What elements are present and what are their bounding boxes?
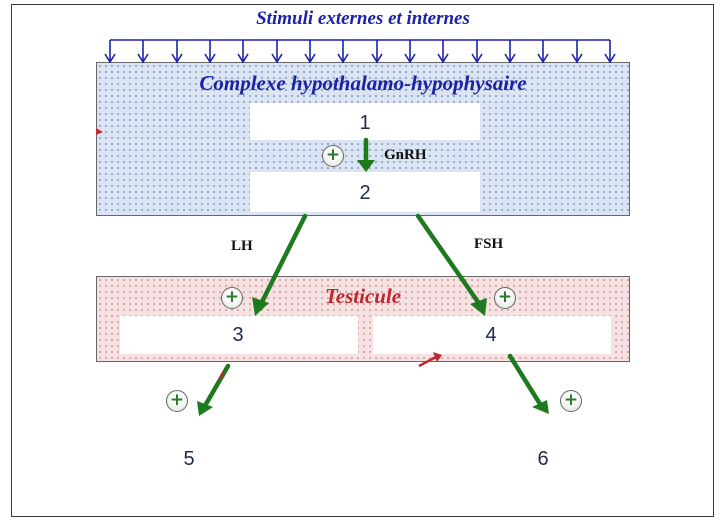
red-mark-head (433, 352, 442, 362)
output-5-arrowhead (197, 401, 213, 416)
gnrh-label: GnRH (384, 147, 427, 163)
box-number-2: 2 (359, 182, 371, 204)
plus-icon-output-6: + (560, 390, 582, 412)
lh-arrow (259, 213, 308, 305)
fsh-arrowhead (470, 298, 487, 316)
gnrh-arrowhead (357, 160, 375, 172)
answer-box-1[interactable] (250, 103, 480, 140)
output-number-5: 5 (183, 448, 195, 470)
box-number-1: 1 (359, 112, 371, 134)
answer-box-2[interactable] (250, 172, 480, 212)
plus-icon-output-5: + (166, 390, 188, 412)
output-6-arrow (507, 353, 543, 407)
hypothalamus-label: Complexe hypothalamo-hypophysaire (199, 71, 527, 95)
output-6-arrowhead (532, 400, 549, 414)
stimuli-arrowheads (104, 53, 616, 64)
output-number-6: 6 (537, 448, 549, 470)
answer-box-3[interactable] (120, 316, 358, 354)
stimuli-title: Stimuli externes et internes (256, 8, 470, 29)
red-mark-small (218, 371, 224, 381)
answer-box-4[interactable] (373, 316, 611, 354)
box-number-4: 4 (485, 324, 497, 346)
plus-icon-lh: + (221, 287, 243, 309)
lh-label: LH (231, 238, 253, 254)
plus-icon-fsh: + (494, 287, 516, 309)
red-mark-left (96, 128, 103, 135)
diagram-frame (11, 4, 714, 517)
box-number-3: 3 (232, 324, 244, 346)
testicule-label: Testicule (324, 284, 402, 308)
plus-icon-gnrh: + (322, 145, 344, 167)
fsh-arrow (415, 213, 481, 305)
fsh-label: FSH (474, 236, 504, 252)
red-mark-testicule (418, 355, 437, 368)
lh-arrowhead (252, 297, 269, 316)
output-5-arrow (203, 363, 231, 407)
stimuli-arrows (109, 39, 611, 62)
